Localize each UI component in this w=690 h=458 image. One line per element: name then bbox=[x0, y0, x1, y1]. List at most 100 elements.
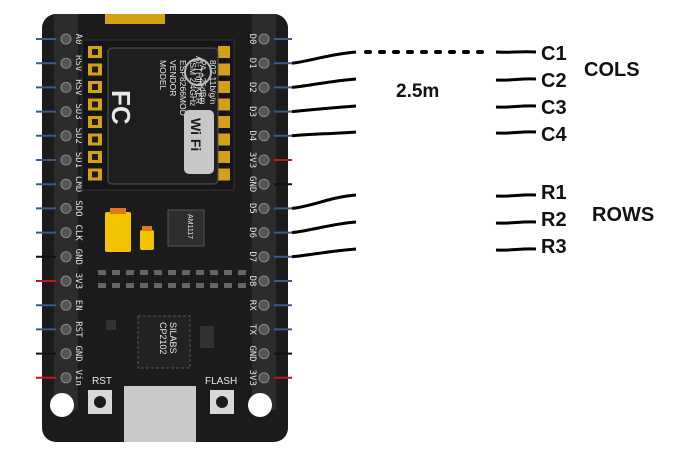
smd-lower-9 bbox=[224, 283, 232, 288]
left-pin-label-6: CMD bbox=[73, 176, 83, 192]
smd-lower-7 bbox=[196, 283, 204, 288]
smd-upper-9 bbox=[224, 270, 232, 275]
left-pin-label-13: GND bbox=[73, 345, 83, 361]
wire-length-label: 2.5m bbox=[396, 81, 439, 102]
smd-upper-5 bbox=[168, 270, 176, 275]
left-pin-14 bbox=[60, 372, 72, 384]
right-pin-6 bbox=[258, 178, 270, 190]
usb-uart-chip: SILABS CP2102 bbox=[106, 315, 214, 369]
row-wire-start-1 bbox=[291, 220, 357, 235]
module-pad-right-7 bbox=[218, 168, 230, 181]
right-pin-label-4: D4 bbox=[247, 130, 257, 141]
module-pad-right-0 bbox=[218, 46, 230, 58]
right-pin-13 bbox=[258, 348, 270, 360]
module-pad-hole-left-1 bbox=[92, 66, 98, 73]
left-pin-label-10: 3V3 bbox=[73, 273, 83, 289]
col-wire-end-3 bbox=[495, 130, 537, 135]
left-pin-2 bbox=[60, 81, 72, 93]
right-pin-8 bbox=[258, 227, 270, 239]
capacitor-large-cap bbox=[110, 208, 126, 214]
mount-hole-right bbox=[248, 393, 272, 417]
capacitor-small-cap bbox=[142, 226, 152, 231]
right-pin-label-14: 3V3 bbox=[247, 370, 257, 386]
smd-upper-0 bbox=[98, 270, 106, 275]
left-pin-6 bbox=[60, 178, 72, 190]
smd-lower-8 bbox=[210, 283, 218, 288]
smd-upper-10 bbox=[238, 270, 246, 275]
smd-upper-4 bbox=[154, 270, 162, 275]
right-pin-2 bbox=[258, 81, 270, 93]
smd-lower-10 bbox=[238, 283, 246, 288]
wifi-mark: Wi Fi bbox=[188, 118, 204, 151]
left-pin-8 bbox=[60, 227, 72, 239]
right-pin-label-9: D7 bbox=[247, 251, 257, 262]
smd-upper-8 bbox=[210, 270, 218, 275]
left-pin-4 bbox=[60, 130, 72, 142]
module-pads-left bbox=[88, 46, 102, 181]
right-pin-3 bbox=[258, 106, 270, 118]
right-pin-12 bbox=[258, 323, 270, 335]
regulator-label: AM1117 bbox=[186, 214, 193, 239]
col-label-c3: C3 bbox=[541, 97, 567, 119]
left-pin-label-1: RSV bbox=[73, 55, 83, 72]
right-pin-label-13: GND bbox=[247, 345, 257, 361]
left-pin-13 bbox=[60, 348, 72, 360]
row-label-r2: R2 bbox=[541, 209, 567, 231]
left-pin-label-4: SD2 bbox=[73, 128, 83, 144]
rows-group-label: ROWS bbox=[592, 204, 654, 226]
row-wire-start-0 bbox=[291, 193, 357, 210]
right-pin-label-5: 3V3 bbox=[247, 152, 257, 168]
module-pad-hole-left-4 bbox=[92, 119, 98, 125]
right-pin-label-0: D0 bbox=[247, 34, 257, 45]
right-pin-label-11: RX bbox=[247, 300, 257, 311]
right-pin-label-3: D3 bbox=[247, 106, 257, 117]
esp-module: FC MODEL VENDOR ISM 2.4GHz PA +25dBm 802… bbox=[81, 39, 235, 191]
module-pad-hole-left-3 bbox=[92, 101, 98, 108]
left-pin-label-11: EN bbox=[73, 300, 83, 311]
module-pad-right-6 bbox=[218, 151, 230, 163]
capacitor-large bbox=[105, 212, 131, 252]
left-pin-1 bbox=[60, 57, 72, 69]
module-pad-hole-left-0 bbox=[92, 49, 98, 55]
usb-chip-line-0: SILABS bbox=[168, 322, 178, 354]
row-wire-start-2 bbox=[291, 247, 357, 259]
nodemcu-board: A0RSVRSVSD3SD2SD1CMDSDOCLKGND3V3ENRSTGND… bbox=[36, 14, 292, 442]
mount-hole-left bbox=[50, 393, 74, 417]
regulator-chip bbox=[167, 209, 205, 247]
smd-lower-5 bbox=[168, 283, 176, 288]
left-pin-label-12: RST bbox=[73, 321, 83, 338]
module-pad-hole-left-5 bbox=[92, 136, 98, 143]
flash-button-label: FLASH bbox=[205, 376, 237, 387]
left-pin-10 bbox=[60, 275, 72, 287]
right-pin-10 bbox=[258, 275, 270, 287]
row-wire-end-2 bbox=[495, 247, 537, 252]
module-line-1: VENDOR bbox=[168, 60, 178, 96]
globe-icon bbox=[184, 58, 212, 86]
right-pin-5 bbox=[258, 154, 270, 166]
left-pin-label-9: GND bbox=[73, 249, 83, 265]
left-pin-label-3: SD3 bbox=[73, 103, 83, 119]
smd-upper-6 bbox=[182, 270, 190, 275]
right-pin-9 bbox=[258, 251, 270, 263]
smd-component-row bbox=[98, 270, 246, 288]
col-label-c4: C4 bbox=[541, 124, 567, 146]
smd-lower-4 bbox=[154, 283, 162, 288]
module-pad-hole-left-6 bbox=[92, 154, 98, 160]
right-pin-label-2: D2 bbox=[247, 82, 257, 93]
smd-upper-3 bbox=[140, 270, 148, 275]
antenna-trace bbox=[105, 14, 165, 24]
left-pin-label-0: A0 bbox=[73, 34, 83, 45]
module-pads-right bbox=[218, 46, 230, 181]
left-pin-11 bbox=[60, 299, 72, 311]
row-wire-end-0 bbox=[495, 193, 537, 198]
col-wire-end-0 bbox=[495, 50, 537, 54]
module-pad-hole-left-7 bbox=[92, 171, 98, 178]
row-label-r3: R3 bbox=[541, 236, 567, 258]
right-pin-14 bbox=[258, 372, 270, 384]
cp2102-chip bbox=[137, 315, 191, 369]
flash-button-cap bbox=[216, 396, 228, 408]
left-pin-group: A0RSVRSVSD3SD2SD1CMDSDOCLKGND3V3ENRSTGND… bbox=[36, 33, 83, 386]
module-pad-right-3 bbox=[218, 98, 230, 111]
left-pin-12 bbox=[60, 323, 72, 335]
